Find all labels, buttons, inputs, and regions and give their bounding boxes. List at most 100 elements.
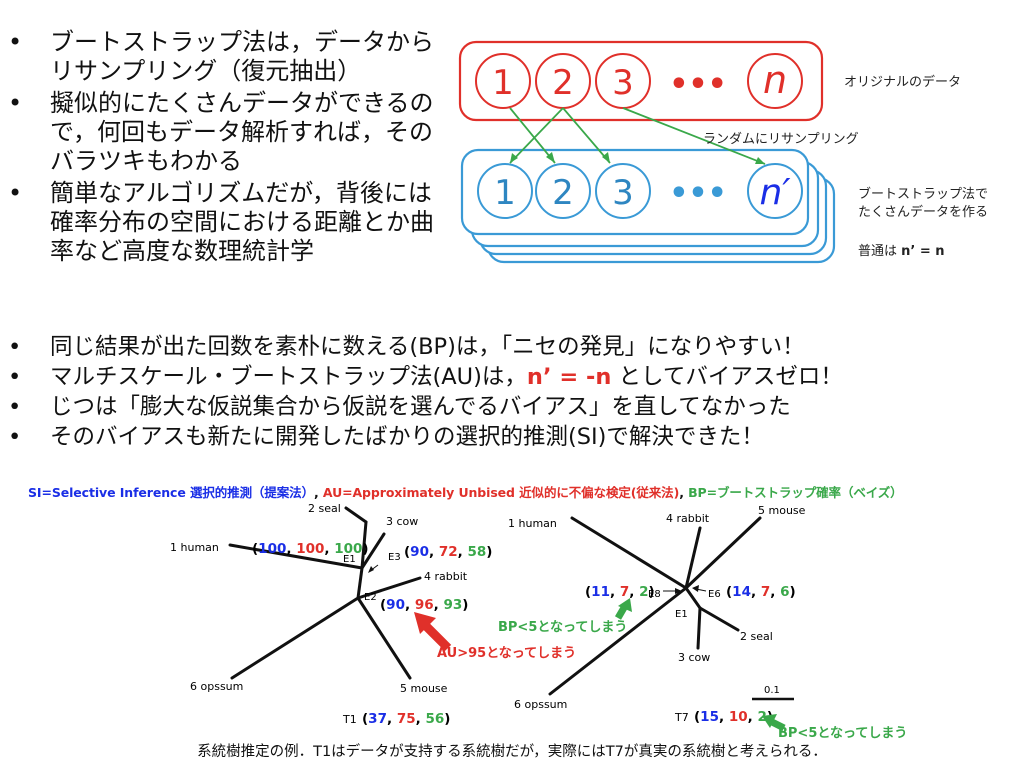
bullet-text: ブートストラップ法は，データからリサンプリング（復元抽出）	[50, 28, 434, 85]
t1-edge-e1: E1	[343, 554, 356, 565]
bullet-au-bias-zero: マルチスケール・ブートストラップ法(AU)は，n’ = -n としてバイアスゼロ…	[0, 362, 1010, 392]
t1-edge-e3: E3	[388, 552, 401, 563]
t1-human-values: (100, 100, 100)	[252, 541, 369, 557]
bullet-text: じつは「膨大な仮説集合から仮説を選んでるバイアス」を直してなかった	[50, 394, 791, 420]
bp-warning-note-2: BP<5となってしまう	[778, 726, 907, 741]
t7-branch-mouse	[684, 516, 762, 590]
t1-e3-values: (90, 72, 58)	[404, 544, 492, 560]
t7-leaf-rabbit: 4 rabbit	[666, 512, 710, 525]
resample-node-1	[477, 163, 533, 219]
usual-label: 普通は n’ = n	[858, 244, 945, 259]
t1-e2-values: (90, 96, 93)	[380, 597, 468, 613]
t1-leaf-opssum: 6 opssum	[190, 680, 243, 693]
t7-edge-e1: E1	[675, 609, 688, 620]
t7-branch-seal	[698, 606, 740, 632]
bp-warning-arrow-2	[762, 714, 786, 732]
t7-leaf-cow: 3 cow	[678, 651, 710, 664]
t1-branch-opssum	[230, 596, 360, 680]
bullet-text: 同じ結果が出た回数を素朴に数える(BP)は，「ニセの発見」になりやすい！	[50, 334, 805, 360]
arrow-1-to-2	[509, 107, 556, 164]
bootstrap-label-line2: たくさんデータを作る	[858, 204, 988, 220]
t7-branch-internal	[684, 586, 702, 610]
resample-node-n-label: n′	[760, 172, 791, 213]
bp-warning-arrow	[614, 598, 632, 620]
phylogenetic-trees: 1 human 2 seal 3 cow 4 rabbit 5 mouse 6 …	[170, 502, 907, 741]
t7-branch-opssum	[548, 586, 688, 696]
t7-leaf-human: 1 human	[508, 517, 557, 530]
bootstrap-diagram: 1 2 3 ••• n 1 2 3 ••• n′ オリジナルのデータ ランダムに…	[458, 40, 988, 264]
resampling-arrows	[509, 107, 766, 165]
legend-si: SI=Selective Inference 選択的推測（提案法）	[28, 485, 314, 500]
bullet-si-solution: そのバイアスも新たに開発したばかりの選択的推測(SI)で解決できた！	[0, 422, 1010, 452]
t7-tree-values: (15, 10, 2)	[694, 709, 773, 725]
t1-branch-rabbit	[356, 576, 422, 600]
resampling-label: ランダムにリサンプリング	[703, 132, 859, 147]
t1-branch-mouse	[356, 596, 412, 680]
tree-t7-branches	[548, 516, 762, 696]
legend-separator: ,	[679, 485, 689, 500]
figure-caption: 系統樹推定の例．T1はデータが支持する系統樹だが，実際にはT7が真実の系統樹と考…	[197, 744, 827, 760]
resample-node-3	[595, 163, 651, 219]
t1-leaf-human: 1 human	[170, 541, 219, 554]
t1-branch-human	[228, 543, 364, 570]
bullet-text-after: としてバイアスゼロ！	[611, 364, 843, 390]
t1-leaf-seal: 2 seal	[308, 502, 341, 515]
t1-edge-e2: E2	[364, 592, 377, 603]
original-ellipsis: •••	[669, 67, 727, 102]
legend-separator: ,	[313, 485, 323, 500]
t7-e6-values: (14, 7, 6)	[726, 584, 796, 600]
original-node-1	[475, 53, 531, 109]
formula-highlight: n’ = -n	[526, 364, 612, 390]
t7-branch-cow	[696, 606, 702, 650]
original-node-2-label: 2	[552, 63, 574, 103]
au-warning-note: AU>95となってしまう	[437, 646, 576, 661]
t7-leaf-opssum: 6 opssum	[514, 698, 567, 711]
mid-bullet-list: 同じ結果が出た回数を素朴に数える(BP)は，「ニセの発見」になりやすい！ マルチ…	[0, 332, 1010, 452]
original-node-1-label: 1	[492, 63, 514, 103]
au-warning-arrow	[414, 612, 452, 652]
legend-bp: BP=ブートストラップ確率（ベイズ）	[688, 485, 903, 500]
top-bullet-list: ブートストラップ法は，データからリサンプリング（復元抽出） 擬似的にたくさんデー…	[0, 28, 445, 269]
original-data-label: オリジナルのデータ	[844, 74, 961, 90]
t7-label: T7	[674, 711, 689, 724]
resample-node-2	[535, 163, 591, 219]
resample-ellipsis: •••	[669, 176, 727, 211]
t1-label: T1	[342, 713, 357, 726]
t7-edge-e8: E8	[648, 589, 661, 600]
arrow-3-to-n	[622, 107, 766, 165]
arrow-2-to-3	[562, 107, 611, 164]
t1-branch-internal	[356, 566, 364, 600]
resample-node-2-label: 2	[552, 173, 574, 213]
resample-node-3-label: 3	[612, 173, 634, 213]
t7-leaf-seal: 2 seal	[740, 630, 773, 643]
original-node-n-label: n	[763, 58, 787, 102]
tree-t1-branches	[228, 506, 422, 680]
original-node-n	[747, 53, 803, 109]
bootstrap-label-line1: ブートストラップ法で	[858, 186, 988, 202]
original-node-3-label: 3	[612, 63, 634, 103]
t1-leaf-cow: 3 cow	[386, 515, 418, 528]
t7-leaf-mouse: 5 mouse	[758, 504, 806, 517]
resample-node-n	[747, 163, 803, 219]
legend-au: AU=Approximately Unbised 近似的に不偏な検定(従来法)	[322, 485, 680, 500]
t1-leaf-rabbit: 4 rabbit	[424, 570, 468, 583]
bp-warning-note: BP<5となってしまう	[498, 620, 627, 635]
t1-branch-cow	[360, 532, 386, 570]
bullet-pseudo-data: 擬似的にたくさんデータができるので，何回もデータ解析すれば，そのバラツキもわかる	[0, 89, 445, 176]
arrow-2-to-1	[509, 107, 564, 164]
bullet-bootstrap-resampling: ブートストラップ法は，データからリサンプリング（復元抽出）	[0, 28, 445, 86]
t7-edge-e6: E6	[708, 589, 721, 600]
bullet-text: そのバイアスも新たに開発したばかりの選択的推測(SI)で解決できた！	[50, 424, 764, 450]
resample-node-1-label: 1	[494, 173, 516, 213]
t1-leaf-mouse: 5 mouse	[400, 682, 448, 695]
t1-tree-values: (37, 75, 56)	[362, 711, 450, 727]
bullet-math-background: 簡単なアルゴリズムだが，背後には確率分布の空間における距離とか曲率など高度な数理…	[0, 179, 445, 266]
bullet-selection-bias: じつは「膨大な仮説集合から仮説を選んでるバイアス」を直してなかった	[0, 392, 1010, 422]
t7-branch-rabbit	[684, 526, 702, 590]
t1-branch-seal	[360, 520, 368, 570]
bullet-text-before: マルチスケール・ブートストラップ法(AU)は，	[50, 364, 527, 390]
bullet-text: 擬似的にたくさんデータができるので，何回もデータ解析すれば，そのバラツキもわかる	[50, 89, 434, 175]
bullet-text: 簡単なアルゴリズムだが，背後には確率分布の空間における距離とか曲率など高度な数理…	[50, 179, 434, 265]
method-legend: SI=Selective Inference 選択的推測（提案法）, AU=Ap…	[28, 482, 1018, 501]
arrow-heads	[510, 152, 765, 164]
